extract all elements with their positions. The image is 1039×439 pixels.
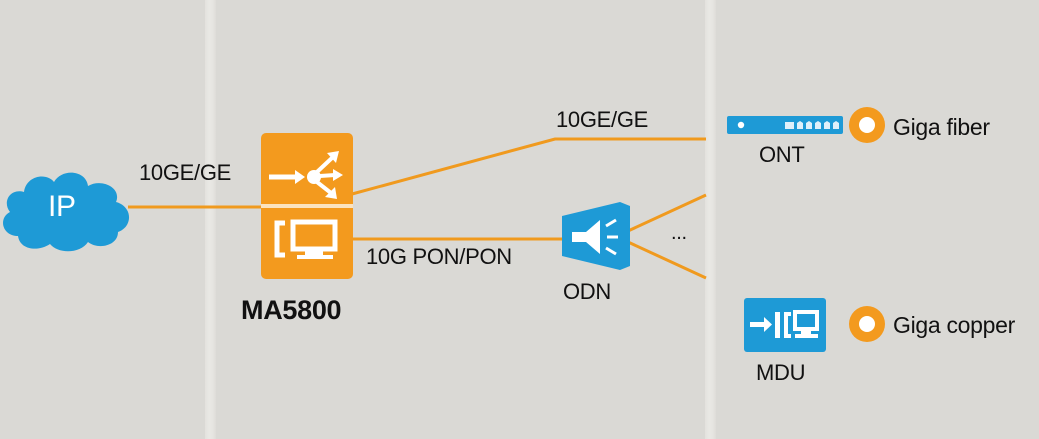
olt-label: MA5800 [241, 295, 342, 325]
phone-computer-icon [274, 219, 338, 259]
cloud-icon [3, 172, 130, 252]
column-separator [705, 0, 716, 439]
link-label-ip-olt: 10GE/GE [139, 160, 232, 185]
column-separator [205, 0, 216, 439]
link-label-olt-ont: 10GE/GE [556, 107, 649, 132]
mdu-label: MDU [756, 360, 806, 385]
olt-device [261, 133, 353, 279]
splitter-icon [562, 202, 630, 270]
mdu-device-icon [744, 298, 826, 352]
link-odn-lower [627, 240, 707, 280]
odn-more-ellipsis: ... [671, 222, 687, 244]
ip-cloud-node: IP [0, 162, 135, 254]
ip-label: IP [48, 190, 76, 223]
ring-bullet-icon [849, 107, 885, 143]
service-label-fiber: Giga fiber [893, 114, 990, 140]
ont-device [727, 116, 843, 134]
ont-device-icon [727, 116, 843, 134]
odn-label: ODN [563, 279, 611, 304]
service-bullet-fiber [848, 106, 886, 144]
odn-splitter [560, 202, 632, 274]
link-odn-upper [627, 193, 707, 233]
distribute-arrows-icon [269, 151, 343, 199]
mdu-device [744, 298, 826, 352]
link-olt-ont [351, 137, 706, 196]
link-label-olt-odn: 10G PON/PON [366, 244, 512, 269]
ont-label: ONT [759, 142, 805, 167]
ring-bullet-icon [849, 306, 885, 342]
service-bullet-copper [848, 305, 886, 343]
service-label-copper: Giga copper [893, 312, 1015, 338]
